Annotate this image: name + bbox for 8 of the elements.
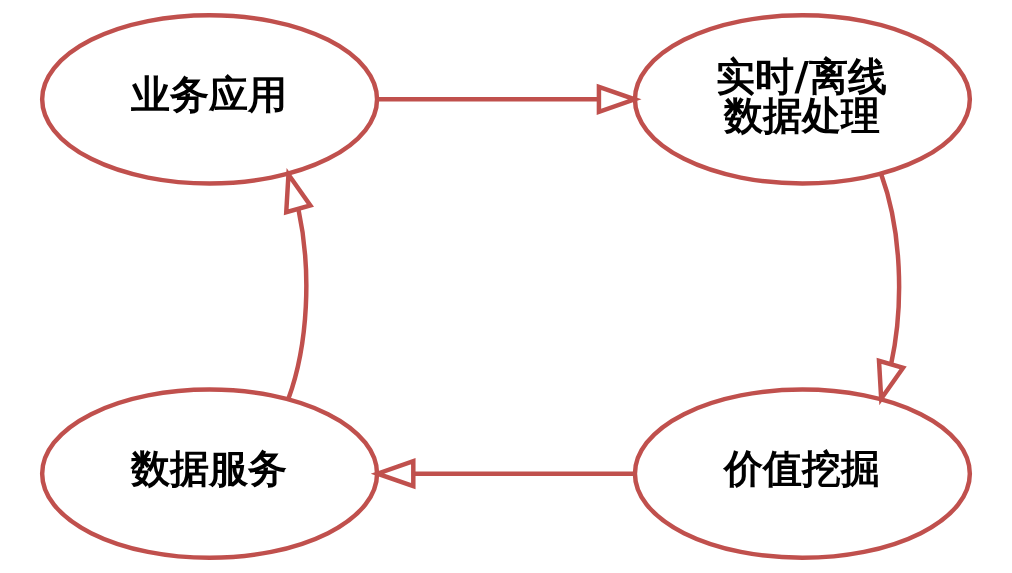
node-ellipse: 实时/离线数据处理 [632, 12, 973, 186]
node-ellipse: 价值挖掘 [632, 387, 973, 561]
arrow [283, 167, 314, 400]
arrow [370, 457, 635, 490]
node-ellipse: 业务应用 [39, 12, 380, 186]
arrow [377, 83, 642, 116]
arrow [876, 173, 907, 406]
node-ellipse: 数据服务 [39, 387, 380, 561]
